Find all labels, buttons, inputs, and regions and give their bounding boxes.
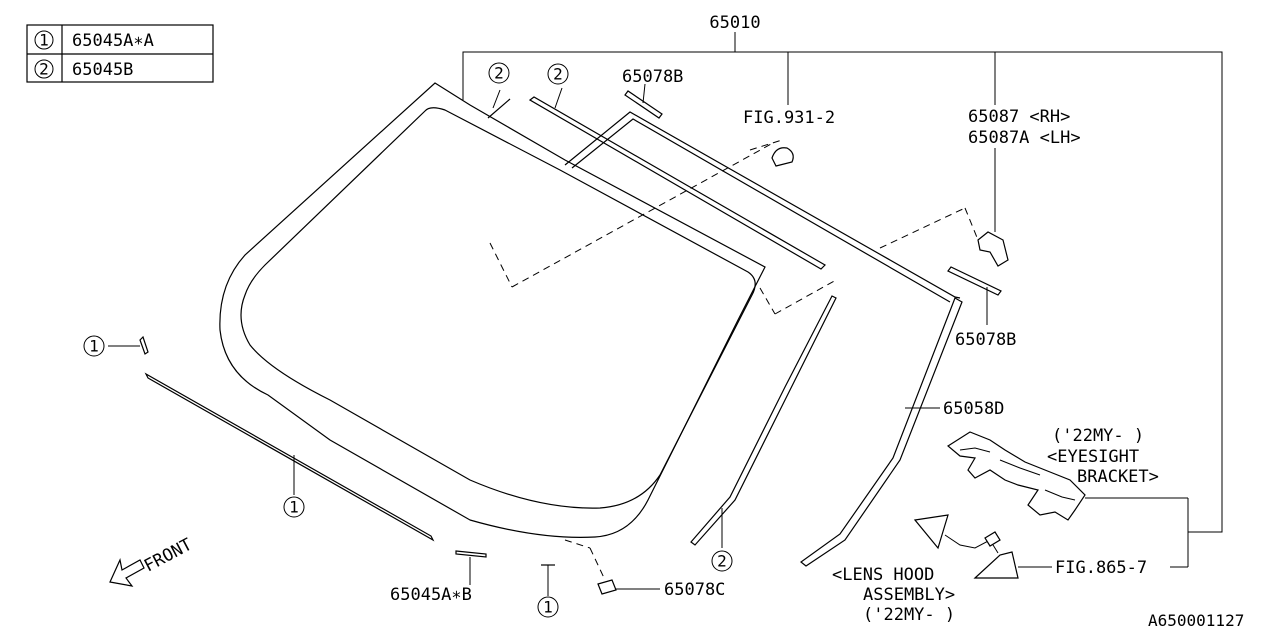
legend-num-1: 1 (39, 31, 49, 50)
legend-callout-1 (34, 30, 54, 50)
lens-hood-assembly (913, 514, 1052, 579)
bracket-65087 (977, 148, 1009, 267)
label-fig-865-7: FIG.865-7 (1055, 558, 1147, 578)
label-65087-rh: 65087 <RH> (968, 107, 1070, 127)
callout-1-left-num: 1 (89, 337, 99, 356)
callout-2-top-right-num: 2 (553, 65, 563, 84)
callout-2-lower (711, 550, 733, 572)
molding-65045a-a (108, 335, 435, 542)
legend-table: 1 65045A∗A 2 65045B (26, 24, 214, 83)
legend-part-2: 65045B (72, 60, 133, 80)
assembly-bracket-lines (462, 32, 1223, 533)
label-65058d: 65058D (943, 399, 1004, 419)
callout-1-left (83, 335, 105, 357)
label-65087a-lh: 65087A <LH> (968, 128, 1081, 148)
spacer-65078c (564, 539, 660, 595)
label-65078b-right: 65078B (955, 330, 1016, 350)
label-65078b-top: 65078B (622, 67, 683, 87)
label-front: FRONT (141, 535, 196, 577)
label-lens-assembly: ASSEMBLY> (863, 585, 955, 605)
label-65078c: 65078C (664, 580, 725, 600)
label-lens-model-year: ('22MY- ) (863, 605, 955, 625)
callout-2-top-right (547, 63, 569, 85)
label-lens-hood: <LENS HOOD (832, 565, 934, 585)
legend-part-1: 65045A∗A (72, 31, 154, 51)
label-65045a-b: 65045A∗B (390, 585, 472, 605)
label-eyesight-bracket: BRACKET> (1077, 467, 1159, 487)
diagram-id: A650001127 (1148, 611, 1244, 630)
eyesight-bracket (946, 431, 1189, 567)
mirror-mount (771, 147, 794, 167)
label-eyesight: <EYESIGHT (1047, 447, 1139, 467)
label-eyesight-model-year: ('22MY- ) (1052, 426, 1144, 446)
molding-65058d (800, 297, 963, 567)
clip-65045a-b (455, 550, 487, 585)
clip-lower-1 (541, 564, 555, 596)
molding-65078b-right (947, 266, 1002, 325)
windshield-glass (219, 82, 774, 538)
top-moldings (487, 83, 979, 315)
callout-2-top-left (488, 62, 510, 84)
callout-1-bottom-num: 1 (543, 598, 553, 617)
callout-2-lower-num: 2 (717, 552, 727, 571)
label-65010: 65010 (709, 13, 760, 33)
legend-callout-2 (34, 59, 54, 79)
molding-65045b-lower (690, 295, 837, 548)
callout-2-top-left-num: 2 (494, 64, 504, 83)
callout-1-molding (283, 496, 305, 518)
front-arrow-icon (109, 558, 145, 587)
callout-1-bottom (537, 596, 559, 618)
legend-num-2: 2 (39, 60, 49, 79)
callout-1-molding-num: 1 (289, 498, 299, 517)
label-fig-931-2: FIG.931-2 (743, 108, 835, 128)
